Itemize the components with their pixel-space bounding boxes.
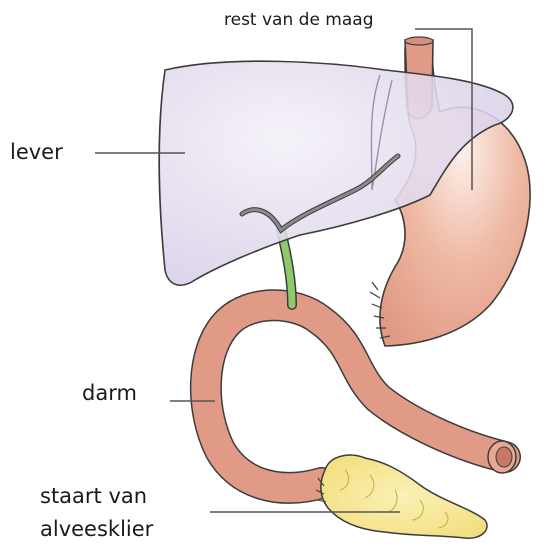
label-bowel: darm xyxy=(82,381,137,405)
label-pancreas-line1: staart van xyxy=(40,484,147,508)
label-stomach-remnant: rest van de maag xyxy=(224,10,374,30)
label-liver: lever xyxy=(10,140,63,164)
pancreas-tail xyxy=(316,455,487,538)
label-pancreas-line2: alveesklier xyxy=(40,517,153,541)
